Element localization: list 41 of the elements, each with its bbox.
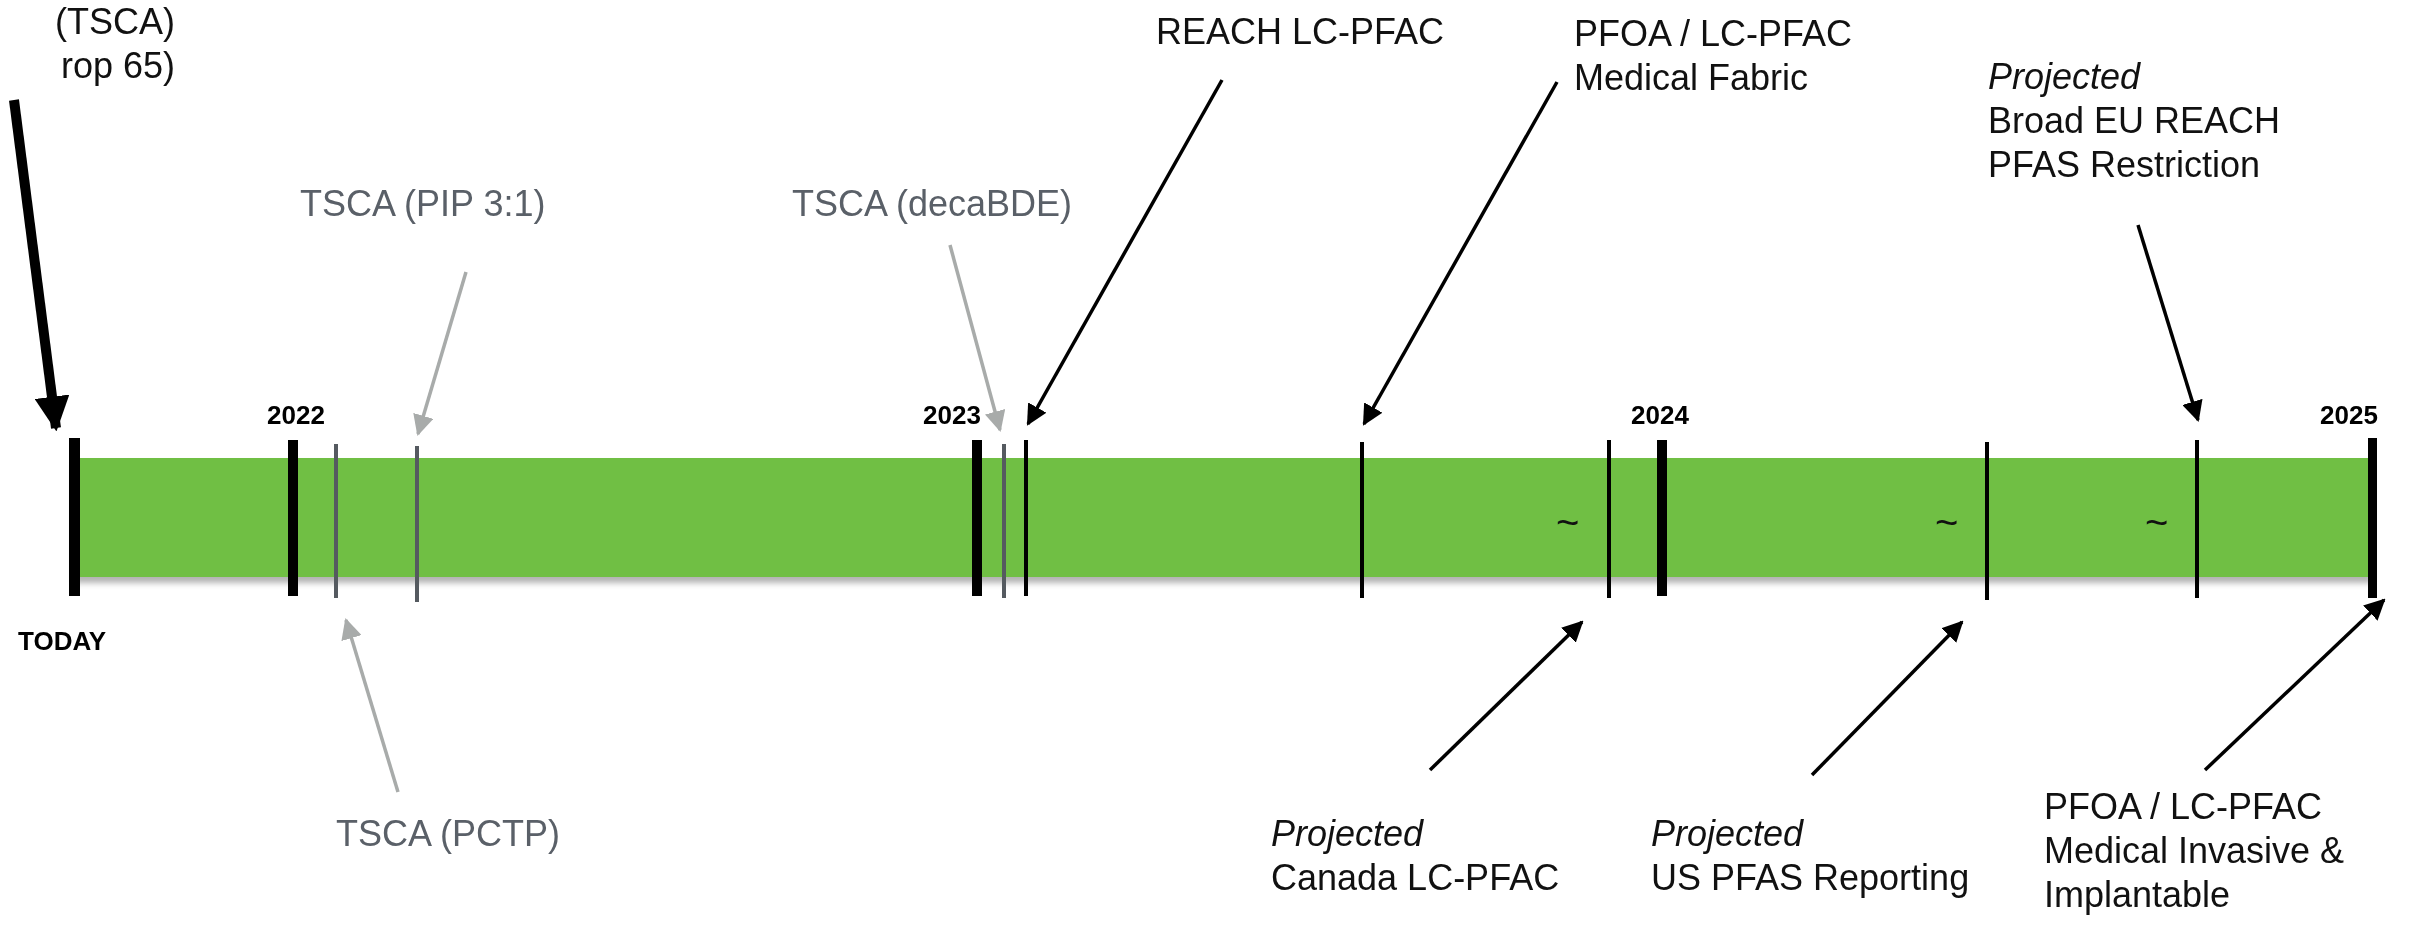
arrow	[1026, 79, 1224, 426]
arrow	[9, 99, 70, 432]
tick-mark	[1360, 442, 1364, 598]
year-label: 2025	[2320, 400, 2378, 431]
arrow	[1362, 81, 1559, 426]
arrow	[2203, 598, 2386, 772]
tick-mark	[2195, 440, 2199, 598]
event-label: TSCA (decaBDE)	[792, 182, 1074, 226]
tick-mark	[1985, 442, 1989, 600]
arrow	[948, 244, 1006, 433]
event-label: PFOA / LC-PFAC Medical Fabric	[1574, 12, 1854, 100]
event-label: Broad EU REACH PFAS Restriction	[1988, 99, 2282, 187]
event-label: PFOA / LC-PFAC Medical Invasive & Implantable	[2044, 785, 2346, 917]
today-label: TODAY	[18, 626, 107, 657]
event-label: REACH LC-PFAC	[1156, 10, 1446, 54]
tick-mark	[1607, 440, 1611, 598]
event-label: TSCA (PIP 3:1)	[300, 182, 547, 226]
arrow	[2136, 224, 2203, 422]
year-label: 2023	[923, 400, 981, 431]
event-label: (TSCA) rop 65)	[54, 0, 175, 88]
year-label: 2024	[1631, 400, 1689, 431]
tick-mark	[415, 446, 419, 602]
approximate-mark: ~	[2145, 500, 2169, 545]
event-label: US PFAS Reporting	[1651, 856, 1971, 900]
event-label: Canada LC-PFAC	[1271, 856, 1561, 900]
arrow	[1810, 620, 1964, 777]
tick-mark	[2367, 438, 2377, 598]
approximate-mark: ~	[1935, 500, 1959, 545]
approximate-mark: ~	[1556, 500, 1580, 545]
tick-mark	[1024, 440, 1028, 596]
tick-mark	[334, 444, 338, 598]
status-label: Projected	[1271, 812, 1425, 856]
arrow	[413, 271, 468, 436]
arrow	[341, 618, 400, 793]
arrow	[1428, 620, 1584, 772]
tick-mark	[68, 438, 80, 596]
tick-mark	[1002, 444, 1006, 598]
year-label: 2022	[267, 400, 325, 431]
event-label: TSCA (PCTP)	[336, 812, 561, 856]
status-label: Projected	[1988, 55, 2142, 99]
status-label: Projected	[1651, 812, 1805, 856]
